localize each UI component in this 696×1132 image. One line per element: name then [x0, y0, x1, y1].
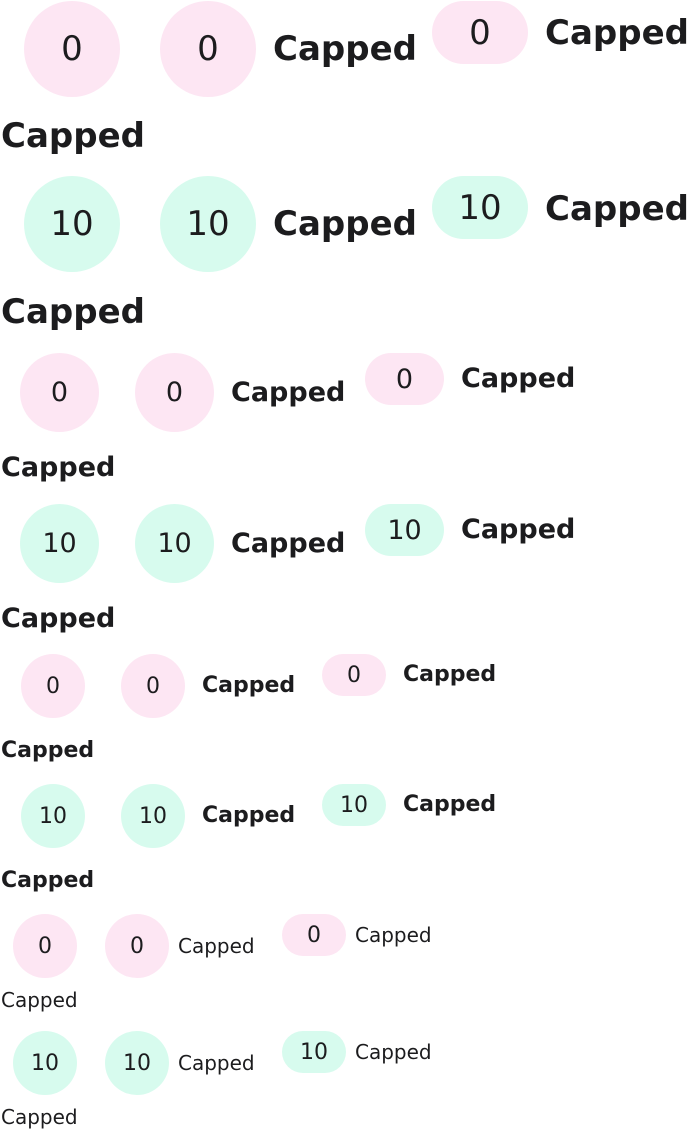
badge-value: 0 [146, 673, 160, 699]
badge-value: 10 [50, 204, 94, 244]
badge-label: Capped [1, 988, 78, 1012]
count-badge-circle: 10 [20, 504, 99, 583]
badge-value: 0 [197, 29, 219, 69]
badge-label: Capped [1, 452, 116, 483]
badge-label: Capped [273, 204, 417, 244]
badge-label: Capped [545, 189, 689, 229]
count-badge-circle: 10 [160, 176, 256, 272]
badge-label: Capped [1, 292, 145, 332]
badge-value: 10 [42, 528, 77, 559]
badge-value: 10 [340, 792, 368, 818]
badge-value: 0 [50, 377, 69, 408]
badge-label: Capped [355, 923, 432, 947]
badge-value: 0 [469, 12, 491, 53]
badge-label: Capped [231, 377, 346, 408]
badge-label: Capped [1, 868, 95, 893]
badge-value: 0 [61, 29, 83, 69]
count-badge-circle: 0 [121, 654, 185, 718]
badge-value: 10 [186, 204, 230, 244]
badge-label: Capped [461, 363, 576, 394]
badge-label: Capped [1, 738, 95, 763]
badge-label: Capped [403, 662, 497, 687]
badge-label: Capped [1, 1105, 78, 1129]
badge-value: 0 [38, 933, 52, 959]
badge-value: 0 [130, 933, 144, 959]
count-badge-circle: 10 [135, 504, 214, 583]
count-badge-circle: 0 [20, 353, 99, 432]
badge-label: Capped [461, 514, 576, 545]
count-badge-pill: 10 [322, 784, 386, 826]
badge-value: 10 [31, 1050, 59, 1076]
count-badge-circle: 10 [13, 1031, 77, 1095]
badge-label: Capped [178, 1051, 255, 1075]
badge-label: Capped [231, 528, 346, 559]
count-badge-pill: 10 [432, 176, 528, 239]
badge-value: 10 [123, 1050, 151, 1076]
count-badge-circle: 10 [21, 784, 85, 848]
badge-value: 0 [347, 662, 361, 688]
badge-label: Capped [545, 13, 689, 53]
badge-label: Capped [273, 29, 417, 69]
count-badge-circle: 0 [160, 1, 256, 97]
badge-label: Capped [355, 1040, 432, 1064]
badge-value: 0 [307, 922, 321, 948]
count-badge-pill: 10 [365, 504, 444, 556]
count-badge-circle: 10 [105, 1031, 169, 1095]
badge-label: Capped [202, 673, 296, 698]
count-badge-circle: 10 [24, 176, 120, 272]
badge-value: 10 [458, 187, 502, 228]
badge-value: 10 [39, 803, 67, 829]
count-badge-pill: 0 [432, 1, 528, 64]
badge-label: Capped [403, 792, 497, 817]
count-badge-circle: 10 [121, 784, 185, 848]
badge-label: Capped [202, 803, 296, 828]
count-badge-pill: 0 [322, 654, 386, 696]
badge-value: 0 [46, 673, 60, 699]
badge-label: Capped [178, 934, 255, 958]
count-badge-circle: 0 [21, 654, 85, 718]
badge-value: 10 [157, 528, 192, 559]
badge-value: 10 [387, 514, 422, 546]
count-badge-pill: 0 [365, 353, 444, 405]
count-badge-pill: 0 [282, 914, 346, 956]
badge-label: Capped [1, 603, 116, 634]
count-badge-circle: 0 [135, 353, 214, 432]
badge-label: Capped [1, 116, 145, 156]
badge-value: 10 [300, 1039, 328, 1065]
badge-value: 10 [139, 803, 167, 829]
count-badge-circle: 0 [105, 914, 169, 978]
count-badge-circle: 0 [24, 1, 120, 97]
count-badge-circle: 0 [13, 914, 77, 978]
count-badge-pill: 10 [282, 1031, 346, 1073]
badge-value: 0 [395, 363, 414, 395]
badge-value: 0 [165, 377, 184, 408]
